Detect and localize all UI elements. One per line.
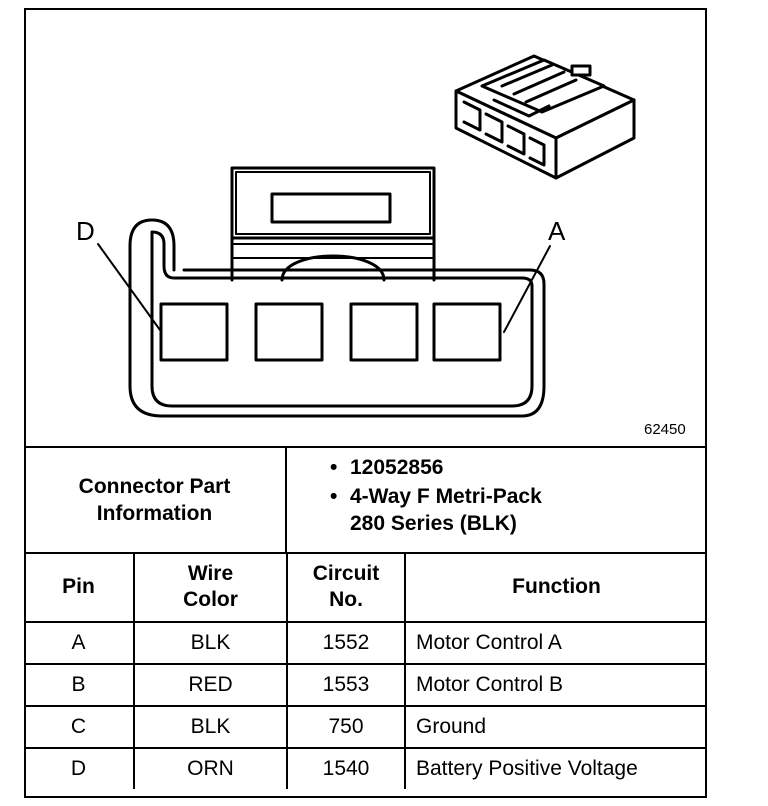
circuit-cell: 1552: [286, 621, 406, 665]
label-a: A: [548, 216, 566, 246]
connector-part-info-label: Connector Part Information: [24, 448, 287, 552]
header-function: Function: [404, 553, 707, 623]
header-circuit-no: Circuit No.: [286, 553, 406, 623]
function-cell: Motor Control B: [404, 663, 707, 707]
table-row: D ORN 1540 Battery Positive Voltage: [24, 747, 707, 789]
circuit-cell: 750: [286, 705, 406, 749]
terminal-cavity-c: [254, 302, 324, 362]
table-row: A BLK 1552 Motor Control A: [24, 621, 707, 665]
terminal-cavity-d: [159, 302, 229, 362]
wire-color-cell: RED: [133, 663, 288, 707]
connector-part-info: Connector Part Information • 12052856 • 4-…: [24, 446, 707, 554]
wire-color-cell: BLK: [133, 705, 288, 749]
bullet-icon: •: [330, 456, 338, 479]
figure-number: 62450: [644, 421, 686, 438]
pin-cell: B: [24, 663, 135, 707]
terminal-cavity-b: [349, 302, 419, 362]
leader-line-a: [503, 245, 551, 333]
header-pin: Pin: [24, 553, 135, 623]
wire-color-cell: BLK: [133, 621, 288, 665]
part-number-item: • 12052856: [326, 454, 542, 481]
bullet-icon: •: [330, 485, 338, 508]
table-header-row: Pin Wire Color Circuit No. Function: [24, 553, 707, 623]
pin-cell: A: [24, 621, 135, 665]
connector-diagram: D A 62450: [24, 8, 707, 448]
circuit-cell: 1553: [286, 663, 406, 707]
connector-type-item: • 4-Way F Metri-Pack 280 Series (BLK): [326, 483, 542, 537]
pinout-table: Pin Wire Color Circuit No. Function A BL…: [24, 553, 707, 789]
wire-color-cell: ORN: [133, 747, 288, 789]
circuit-cell: 1540: [286, 747, 406, 789]
figure-frame: [24, 8, 707, 798]
header-wire-color: Wire Color: [133, 553, 288, 623]
pin-cell: C: [24, 705, 135, 749]
table-row: C BLK 750 Ground: [24, 705, 707, 749]
function-cell: Motor Control A: [404, 621, 707, 665]
function-cell: Battery Positive Voltage: [404, 747, 707, 789]
leader-line-d: [97, 243, 161, 331]
part-number: 12052856: [350, 456, 444, 479]
connector-part-info-list: • 12052856 • 4-Way F Metri-Pack 280 Series…: [326, 454, 542, 539]
terminal-cavity-a: [432, 302, 502, 362]
connector-3d-icon: [454, 54, 636, 180]
function-cell: Ground: [404, 705, 707, 749]
table-row: B RED 1553 Motor Control B: [24, 663, 707, 707]
pin-cell: D: [24, 747, 135, 789]
label-d: D: [76, 216, 95, 246]
connector-face: [128, 166, 546, 418]
connector-type: 4-Way F Metri-Pack 280 Series (BLK): [350, 485, 542, 535]
